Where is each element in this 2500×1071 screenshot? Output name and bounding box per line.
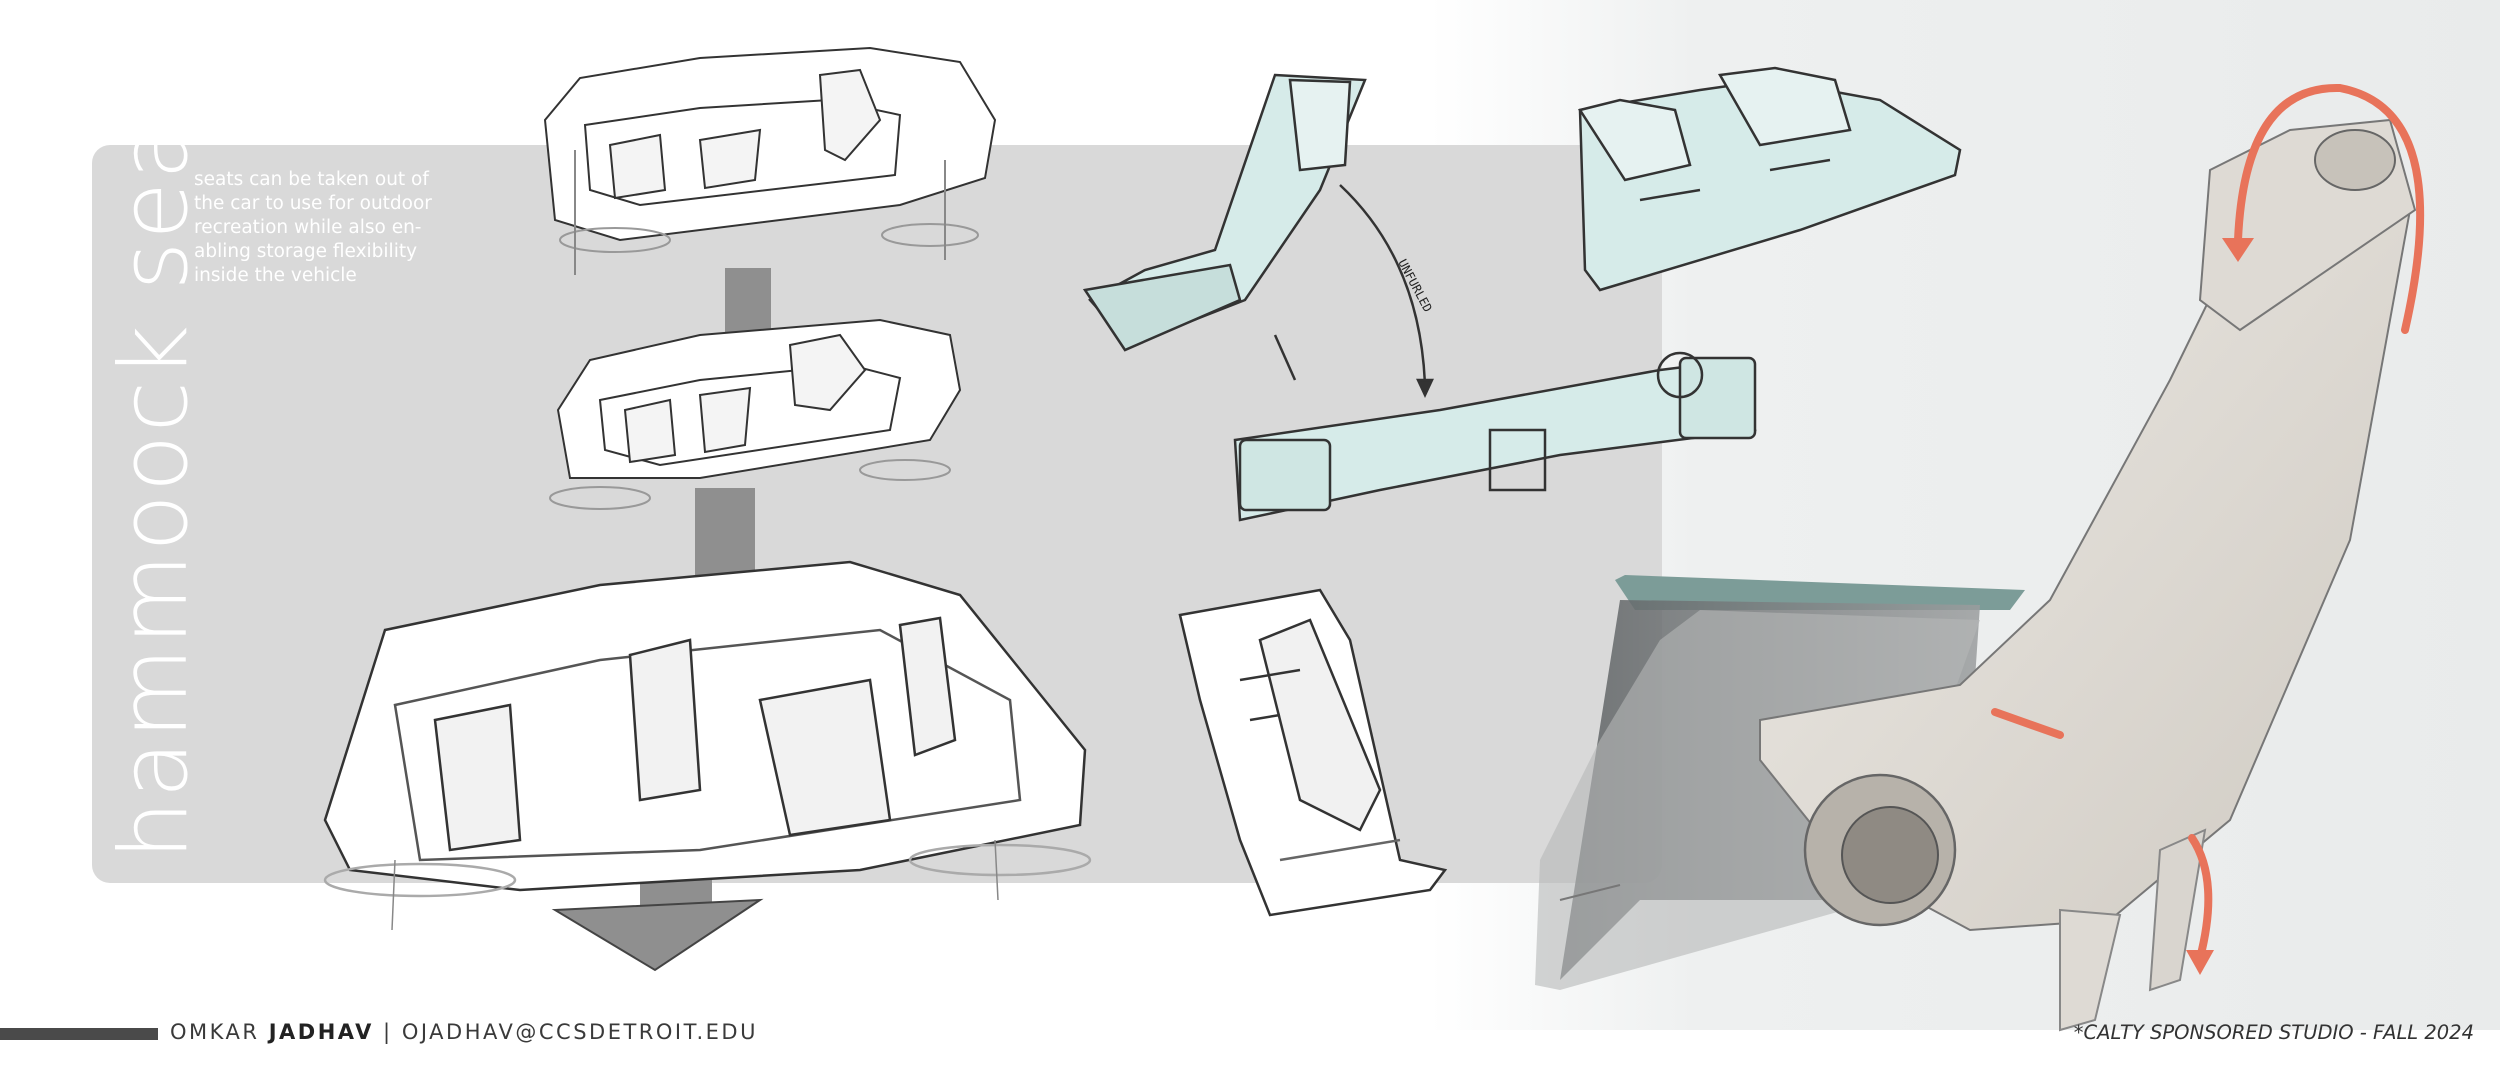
author-last-name: JADHAV — [268, 1020, 374, 1044]
description-line: recreation while also en- — [194, 217, 422, 238]
footer-separator: | — [383, 1020, 393, 1044]
accent-arrowheads — [2186, 238, 2254, 975]
page-title: hammoock seat — [100, 81, 209, 860]
description-text: seats can be taken out of the car to use… — [194, 168, 484, 288]
description-line: inside the vehicle — [194, 265, 357, 286]
hammock-flat-sketch — [1233, 351, 1757, 522]
car-sketch-top — [543, 46, 997, 275]
accent-arrows — [1991, 83, 2425, 962]
studio-credit: *CALTY SPONSORED STUDIO - FALL 2024 — [2073, 1021, 2474, 1044]
stowed-seat-sketch — [1178, 588, 1448, 917]
car-sketch-middle — [549, 318, 962, 510]
double-seat-sketch — [1578, 66, 1962, 292]
description-line: abling storage flexibility — [194, 241, 418, 262]
author-footer: OMKAR JADHAV | OJADHAV@CCSDETROIT.EDU — [170, 1020, 758, 1044]
author-email: OJADHAV@CCSDETROIT.EDU — [401, 1020, 758, 1044]
footer-bar — [0, 1028, 158, 1040]
rendered-seat — [1535, 118, 2417, 1032]
unfurled-label: UNFURLED — [1395, 257, 1434, 315]
car-sketch-bottom — [323, 560, 1092, 931]
author-first-name: OMKAR — [170, 1020, 260, 1044]
hammock-seat-upright-sketch — [1082, 73, 1434, 398]
description-line: seats can be taken out of — [194, 169, 429, 190]
description-line: the car to use for outdoor — [194, 193, 432, 214]
